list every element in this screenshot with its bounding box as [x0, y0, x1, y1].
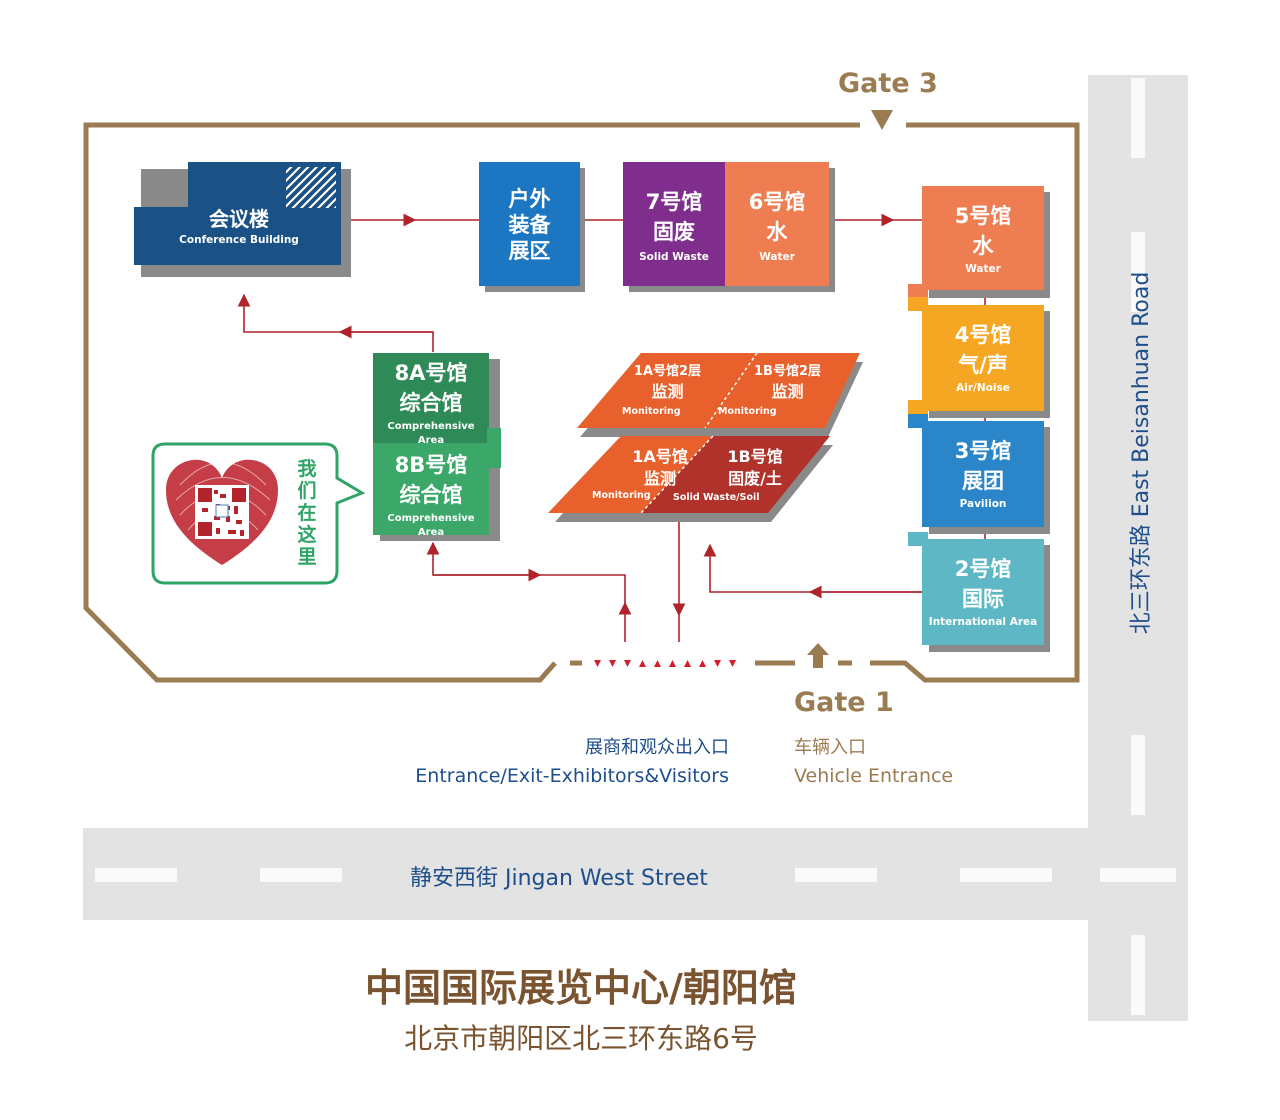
hall-4-notch-top: [908, 297, 928, 311]
hall-8b-name: 8B号馆: [394, 453, 468, 477]
hall-8-notch: [487, 428, 501, 468]
east-road-label: 北三环东路 East Beisanhuan Road: [1129, 271, 1154, 635]
outdoor-l2: 装备: [508, 213, 551, 237]
hall-1b-cn: 固废/土: [728, 469, 782, 488]
we-are-here-char-1: 我: [297, 458, 317, 480]
entrance-legend: 展商和观众出入口 Entrance/Exit-Exhibitors&Visito…: [405, 733, 729, 791]
hall-6-cn: 水: [766, 220, 788, 244]
footer-address: 北京市朝阳区北三环东路6号: [404, 1022, 758, 1055]
gate-1-label: Gate 1: [794, 687, 894, 718]
we-are-here-char-5: 里: [297, 546, 317, 568]
outdoor-area[interactable]: 户外 装备 展区: [479, 162, 580, 286]
hall-8b[interactable]: 8B号馆 综合馆 Comprehensive Area: [373, 443, 489, 538]
hall-3-name: 3号馆: [954, 439, 1012, 463]
hall-1b-2f-cn: 监测: [771, 382, 804, 401]
hall-6-name: 6号馆: [748, 190, 806, 214]
hall-1b-shape[interactable]: [641, 436, 830, 513]
outdoor-l1: 户外: [508, 187, 551, 211]
hall-1b-2f-name: 1B号馆2层: [754, 364, 821, 379]
hall-3[interactable]: 3号馆 展团 Pavilion: [922, 421, 1044, 527]
hall-2-cn: 国际: [962, 587, 1004, 611]
hall-1b-2f-en: Monitoring: [718, 406, 777, 417]
we-are-here-char-4: 这: [297, 524, 317, 546]
vehicle-legend: 车辆入口 Vehicle Entrance: [794, 733, 953, 791]
gate-3-label: Gate 3: [838, 68, 938, 99]
hall-5-name: 5号馆: [954, 204, 1012, 228]
hall-4-notch-bottom: [908, 400, 928, 414]
vehicle-cn: 车辆入口: [794, 737, 866, 758]
hall-3-en: Pavilion: [959, 498, 1007, 510]
hall-1a: 1A号馆 监测: [605, 446, 715, 490]
hall-8a-en: Comprehensive Area: [387, 421, 475, 446]
hall-7[interactable]: 7号馆 固废 Solid Waste: [623, 162, 725, 286]
hall-1b-name: 1B号馆: [727, 447, 783, 466]
conference-building-en: Conference Building: [179, 234, 299, 246]
hall-7-cn: 固废: [653, 220, 695, 244]
hall-8a-name: 8A号馆: [394, 361, 468, 385]
hall-6[interactable]: 6号馆 水 Water: [725, 162, 829, 286]
outdoor-l3: 展区: [508, 239, 551, 263]
hall-4[interactable]: 4号馆 气/声 Air/Noise: [922, 305, 1044, 411]
hall-8b-en: Comprehensive Area: [387, 513, 475, 538]
hall-4-cn: 气/声: [958, 353, 1008, 377]
hall-8b-cn: 综合馆: [399, 483, 463, 507]
hall-1a-cn: 监测: [643, 469, 676, 488]
hall-2-en: International Area: [928, 616, 1038, 628]
footer-title: 中国国际展览中心/朝阳馆: [365, 966, 797, 1010]
hall-2[interactable]: 2号馆 国际 International Area: [922, 539, 1044, 645]
hall-4-name: 4号馆: [954, 323, 1012, 347]
hall-1-upper[interactable]: [577, 353, 860, 428]
hall-3-notch-top: [908, 414, 928, 428]
we-are-here-char-2: 们: [297, 480, 317, 502]
hall-1b: 1B号馆 固废/土: [700, 446, 810, 490]
hall-1a-2f-en: Monitoring: [622, 406, 681, 417]
conference-building-cn: 会议楼: [209, 207, 269, 231]
vehicle-en: Vehicle Entrance: [794, 765, 954, 787]
hall-8a-cn: 综合馆: [399, 391, 463, 415]
hall-1a-shape[interactable]: [548, 436, 713, 513]
hall-1b-2f: 1B号馆2层 监测: [725, 363, 850, 403]
hall-7-en: Solid Waste: [639, 251, 709, 263]
hall-2-name: 2号馆: [954, 557, 1012, 581]
entrance-en: Entrance/Exit-Exhibitors&Visitors: [415, 765, 729, 787]
hall-1a-name: 1A号馆: [632, 447, 688, 466]
hall-5-cn: 水: [972, 234, 994, 258]
hall-1a-en: Monitoring: [592, 490, 651, 501]
conference-building-top: [188, 162, 341, 208]
hall-1a-2f-cn: 监测: [651, 382, 684, 401]
hall-1b-en: Solid Waste/Soil: [673, 492, 760, 503]
hall-4-en: Air/Noise: [956, 382, 1010, 394]
hall-5-notch: [908, 284, 928, 298]
hall-1a-2f: 1A号馆2层 监测: [610, 363, 725, 403]
hall-5[interactable]: 5号馆 水 Water: [922, 186, 1044, 290]
hall-3-cn: 展团: [962, 469, 1004, 493]
we-are-here-text: 我 们 在 这 里: [295, 458, 319, 568]
entrance-cn: 展商和观众出入口: [585, 737, 729, 758]
we-are-here-char-3: 在: [297, 502, 317, 524]
hall-8a[interactable]: 8A号馆 综合馆 Comprehensive Area: [373, 353, 489, 446]
hall-7-name: 7号馆: [645, 190, 703, 214]
south-street-label: 静安西街 Jingan West Street: [410, 866, 708, 891]
hall-5-en: Water: [965, 263, 1001, 275]
conference-building[interactable]: [134, 207, 341, 265]
hall-6-en: Water: [759, 251, 795, 263]
hall-1a-2f-name: 1A号馆2层: [633, 364, 702, 379]
